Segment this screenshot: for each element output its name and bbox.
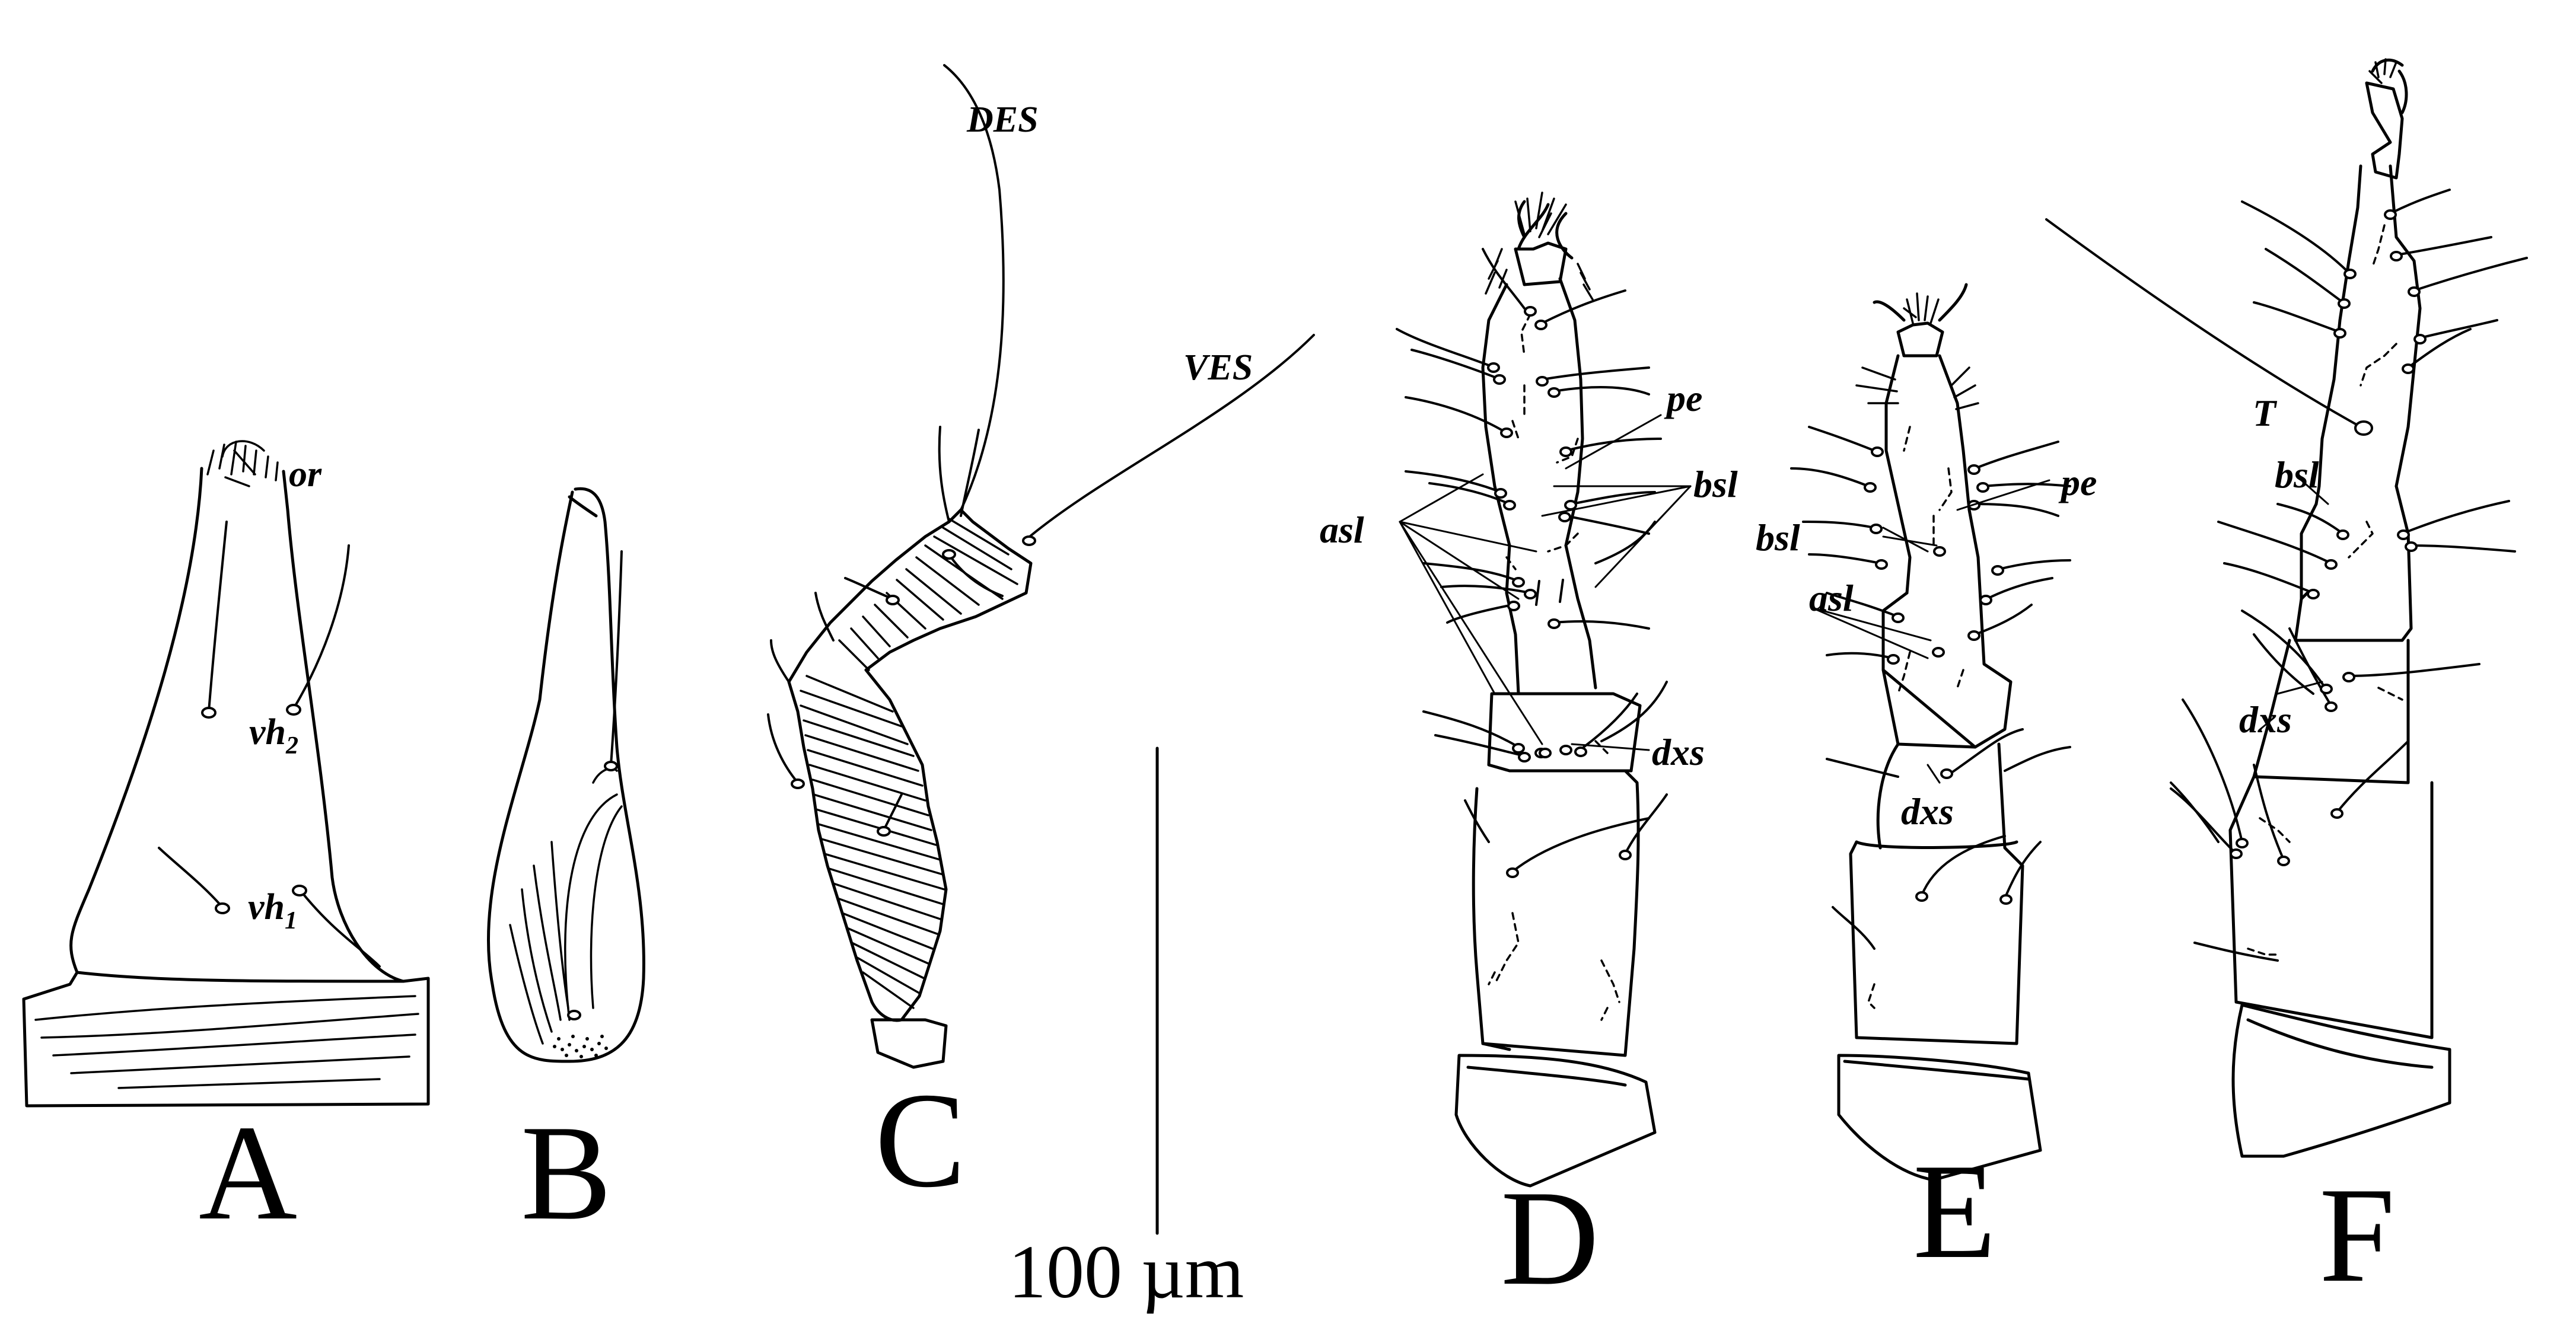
panel-a-setae (158, 521, 381, 968)
panel-b-outline (486, 487, 645, 1063)
panel-e-pointers (1811, 479, 2050, 784)
panel-f-claws (2365, 58, 2408, 180)
panel-f-segments (2228, 164, 2451, 1158)
panel-e-sockets (1864, 446, 2013, 905)
panel-e-setae (1790, 426, 2071, 950)
panel-c-striations (800, 518, 1018, 1009)
label-vh2-main: vh (249, 712, 286, 752)
panel-d-segments (1454, 277, 1657, 1188)
panel-f-pointers (2276, 479, 2329, 695)
panel-f-claw-hairs (2368, 58, 2397, 84)
panel-letter-e: E (1913, 1135, 1997, 1287)
panel-c-setae (767, 64, 1315, 831)
label-ves: VES (1183, 347, 1253, 388)
panel-e-claws (1873, 283, 1968, 358)
label-des: DES (966, 100, 1039, 140)
label-vh1-main: vh (248, 887, 285, 927)
panel-c: DES VES C (767, 64, 1315, 1215)
panel-d-sockets (1487, 306, 1632, 878)
panel-a-sockets (201, 704, 307, 914)
panel-a-outline (22, 467, 430, 1108)
label-or: or (289, 454, 322, 494)
label-f-t: T (2253, 392, 2278, 434)
panel-b-socket (567, 761, 618, 1020)
label-d-dxs: dxs (1652, 731, 1705, 773)
label-e-asl: asl (1809, 577, 1854, 619)
panel-letter-b: B (521, 1097, 612, 1248)
panel-b-internal-lines (509, 767, 623, 1045)
panel-b-stipple (553, 1035, 608, 1058)
label-d-asl: asl (1320, 509, 1364, 551)
panel-d-claws (1514, 200, 1574, 286)
panel-d: pe bsl asl dxs D (1320, 192, 1738, 1313)
label-d-bsl: bsl (1693, 463, 1738, 505)
panel-d-setae (1396, 248, 1668, 873)
panel-d-dashed-setae (1488, 313, 1620, 1021)
panel-e: bsl pe asl dxs E (1756, 283, 2097, 1287)
label-vh1-sub: 1 (285, 907, 297, 934)
panel-d-claw-hairs (1485, 192, 1594, 301)
panel-f-sockets (2230, 209, 2427, 866)
label-e-pe: pe (2058, 461, 2097, 503)
scale-bar-label: 100 µm (1008, 1230, 1244, 1314)
label-e-bsl: bsl (1756, 516, 1800, 559)
label-vh1: vh1 (248, 887, 297, 934)
panel-a-oral-fringe (206, 440, 279, 487)
panel-c-sockets (791, 535, 1036, 837)
panel-letter-d: D (1501, 1162, 1599, 1313)
panel-a: or vh2 vh1 A (22, 440, 430, 1248)
panel-f: T bsl dxs F (2045, 58, 2528, 1310)
label-e-dxs: dxs (1901, 790, 1954, 832)
panel-letter-f: F (2319, 1159, 2395, 1310)
panel-e-claw-hairs (1855, 292, 1979, 410)
panel-b-seta (610, 550, 623, 766)
panel-f-dashed-setae (2247, 224, 2403, 956)
panel-f-setae (2045, 189, 2528, 962)
panel-letter-a: A (199, 1097, 297, 1248)
panel-e-segments (1837, 354, 2042, 1182)
label-f-dxs: dxs (2239, 698, 2292, 741)
panel-a-striations (34, 995, 419, 1089)
label-vh2-sub: 2 (285, 732, 298, 760)
panel-e-dashed-setae (1867, 426, 1964, 1009)
panel-b: B (486, 487, 645, 1248)
label-d-pe: pe (1664, 377, 1702, 419)
label-vh2: vh2 (249, 712, 298, 760)
panel-d-pointers (1399, 414, 1692, 751)
panel-letter-c: C (875, 1064, 966, 1215)
label-f-bsl: bsl (2275, 454, 2319, 496)
scale-bar: 100 µm (1008, 746, 1244, 1314)
